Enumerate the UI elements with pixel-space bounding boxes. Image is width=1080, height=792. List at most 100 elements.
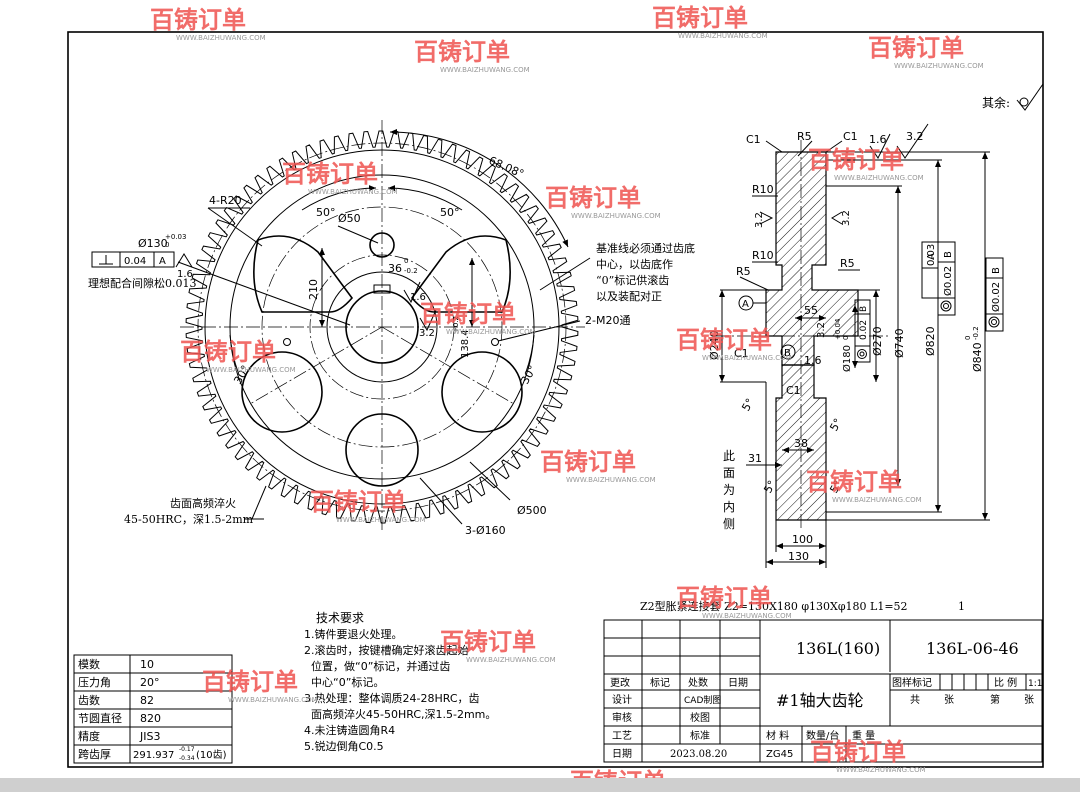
slope-5d-label: 5° [827,478,845,495]
rough-16-label: 1.6 [410,292,426,303]
datum-note-line-2: 中心，以齿底作 [596,257,673,271]
dim-130-label: 130 [788,550,809,563]
coupling-note: Z2型胀紧连接套 Z2=130X180 φ130Xφ180 L1=52 [640,599,908,613]
side-rough-3 [759,211,774,225]
inside-note-1: 面 [723,466,735,480]
dim-100-label: 100 [792,533,813,546]
front-centerline-30-right [381,326,515,405]
runout-c-datum: B [991,267,1002,274]
keyway-tol-upper: 0 [404,257,408,265]
watermark-url-16: WWW.BAIZHUWANG.COM [836,766,926,774]
tb-material: 材 料 [766,729,789,742]
leader-r20 [207,207,263,247]
coupling-qty: 1 [958,600,965,613]
watermark-url-14: WWW.BAIZHUWANG.COM [228,696,318,704]
arc-50-right [387,185,463,211]
d180-tol-lower: 0 [842,336,850,340]
tb-change: 更改 [610,676,630,689]
inside-note-3: 内 [723,500,735,514]
angle-68-label: 68.08° [487,154,526,181]
param-label-5: 跨齿厚 [78,748,111,761]
angle-50-right-label: 50° [440,206,460,219]
inside-note-2: 为 [723,483,735,497]
tb-design: 设计 [612,693,632,706]
dim-55-label: 55 [804,304,818,317]
param-label-1: 压力角 [78,676,111,689]
tb-sheet-no: 第 [990,693,1000,706]
arc-68 [389,129,569,248]
watermark-logo-5: 百铸订单 [545,184,641,212]
r20-label: 4-R20 [209,194,242,207]
watermark-logo-6: 百铸订单 [420,300,516,328]
watermark-logo-1: 百铸订单 [652,4,748,32]
watermark-logo-9: 百铸订单 [808,146,904,174]
r10-b-label: R10 [752,249,774,262]
tb-sheets: 张 [944,694,954,706]
gdt-perp-value: 0.04 [124,256,146,267]
tech-req-item-5: 面高频淬火45-50HRC,深1.5-2mm。 [304,707,496,721]
lightening-hole-right [441,351,523,433]
tech-req-item-0: 1.铸件要退火处理。 [304,627,403,641]
runout-b-value: Ø0.02 [942,266,954,296]
param-value-5: 291.937 [133,750,174,761]
slope-5a-label: 5° [739,396,757,413]
tb-date-value: 2023.08.20 [670,749,727,760]
d840-tol-upper: 0 [964,336,972,340]
watermark-url-8: WWW.BAIZHUWANG.COM [702,354,792,362]
tb-material-value: ZG45 [766,749,793,760]
watermark-logo-16: 百铸订单 [810,738,906,766]
rough-32-right-label: 3.2 [841,210,852,226]
drawing-no-label: 136L-06-46 [926,639,1019,658]
arc-50-left [301,185,377,211]
tb-mark: 标记 [650,677,670,689]
d180-label: Ø180 [841,345,853,372]
tb-qty: 数量/台 [806,729,839,742]
slope-5b-label: 5° [827,416,845,433]
datum-note-line-3: “0”标记供滚齿 [596,273,669,287]
d820-label: Ø820 [924,326,937,356]
watermark-logo-14: 百铸订单 [202,668,298,696]
leader-d50 [337,225,379,244]
d180-tol-upper: +0.04 [834,318,842,340]
tb-count: 处数 [688,676,708,689]
d130-tol-lower: 0 [165,241,169,249]
dim-138-tol: +0.2 [452,316,460,333]
tech-req-item-7: 5.锐边倒角C0.5 [304,739,384,753]
tb-sample-mark: 图样标记 [892,676,932,689]
watermark-url-15: WWW.BAIZHUWANG.COM [702,612,792,620]
d740-label: Ø740 [893,328,906,358]
param-label-3: 节圆直径 [78,711,122,725]
d270-label: Ø270 [871,326,884,356]
tech-requirements: 技术要求 1.铸件要退火处理。 2.滚齿时，按键槽确定好滚齿起始 位置，做“0”… [304,611,496,753]
param-suffix-5: (10齿) [196,749,227,761]
watermark-url-13: WWW.BAIZHUWANG.COM [466,656,556,664]
tb-review: 审核 [612,711,632,724]
datum-note-line-1: 基准线必须通过齿底 [596,241,695,255]
watermark-logo-17: 百铸订单 [570,768,666,778]
model-label: 136L(160) [796,639,880,658]
tech-req-item-6: 4.未注铸造圆角R4 [304,723,395,737]
runout-c-value: Ø0.02 [990,282,1002,312]
harden-note-2: 45-50HRC，深1.5-2mm [124,513,254,526]
watermark-url-5: WWW.BAIZHUWANG.COM [571,212,661,220]
tb-total: 共 [910,694,920,706]
inside-note-0: 此 [723,449,735,463]
tb-scale-label: 比 例 [994,676,1017,689]
tapped-hole-left [283,338,291,346]
tech-req-title: 技术要求 [316,611,364,625]
tb-date-label: 日期 [612,748,632,760]
side-rough-2 [896,123,929,159]
c1-top-left-label: C1 [746,133,761,146]
dim-138-label: 138.4 [460,329,471,358]
watermark-logo-11: 百铸订单 [310,488,406,516]
param-value-1: 20° [140,676,160,689]
corner-text: 其余: [982,95,1010,110]
watermark-logo-4: 百铸订单 [282,160,378,188]
r5-left-label: R5 [736,265,751,278]
gdt-frame-b [985,257,1004,332]
drawing-frame [67,31,1044,768]
gdt-frame-hub [854,299,871,363]
leader-m20 [497,320,581,342]
